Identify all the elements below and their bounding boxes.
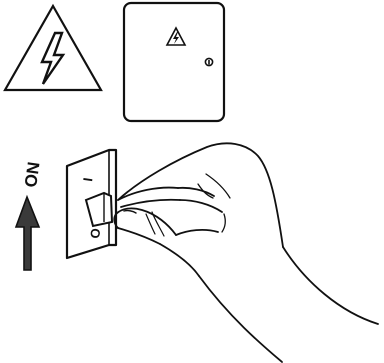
electrical-panel [124, 3, 224, 121]
arrow-on-label: ON [21, 161, 43, 189]
switch-off-symbol: O [87, 227, 103, 239]
up-arrow-icon [16, 197, 39, 270]
hand-pressing-switch [114, 143, 378, 362]
on-direction-arrow: ON [16, 161, 44, 270]
lightning-bolt-icon [42, 33, 63, 84]
wall-switch: I O [67, 150, 116, 258]
high-voltage-warning-icon [5, 6, 101, 90]
